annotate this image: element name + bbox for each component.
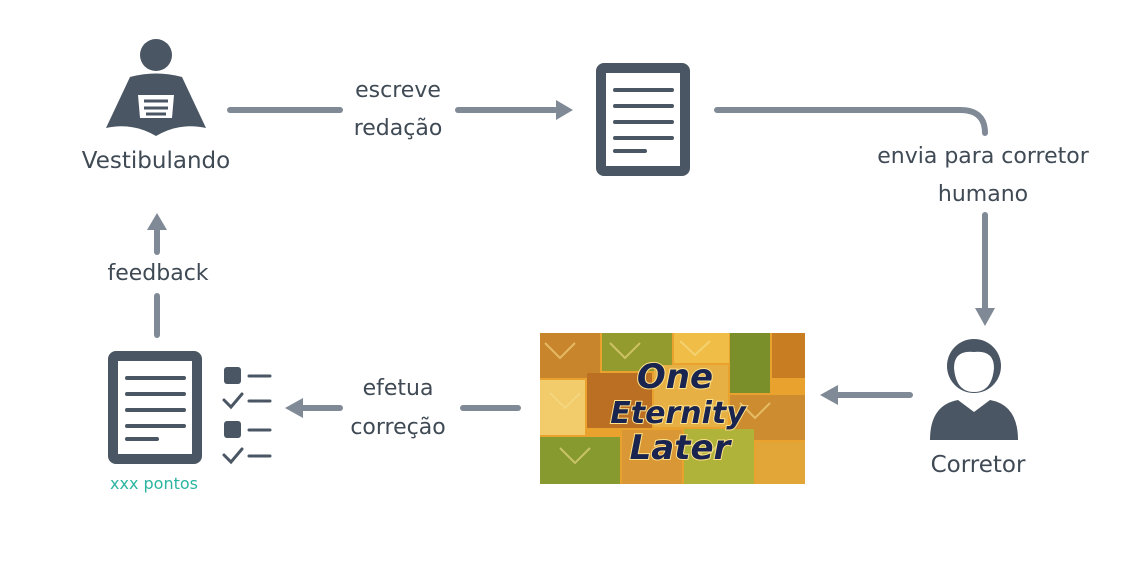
meme-line2: Eternity [610,396,747,431]
arrow-wait [820,385,913,405]
arrow-correct [285,398,521,418]
meme-line1: One [637,357,713,397]
document-icon [596,63,690,176]
write-label-line2: redação [353,116,443,141]
write-label-line1: escreve [355,78,441,103]
arrow-feedback [147,213,167,338]
arrow-send [714,107,995,326]
correct-label-line1: efetua [362,376,434,401]
send-label-line2: humano [937,182,1029,207]
score-label: xxx pontos [110,474,198,493]
checklist-icon [222,367,272,465]
student-label: Vestibulando [81,148,231,174]
correct-label-line2: correção [350,415,446,440]
one-eternity-later-image: One Eternity Later [540,333,805,484]
meme-line3: Later [630,428,733,468]
document-graded-icon [108,351,202,464]
send-label-line1: envia para corretor [877,144,1089,169]
person-icon [930,339,1018,440]
reader-icon [106,39,206,136]
arrow-write [227,100,573,120]
feedback-label: feedback [107,261,209,286]
grader-label: Corretor [930,452,1026,478]
